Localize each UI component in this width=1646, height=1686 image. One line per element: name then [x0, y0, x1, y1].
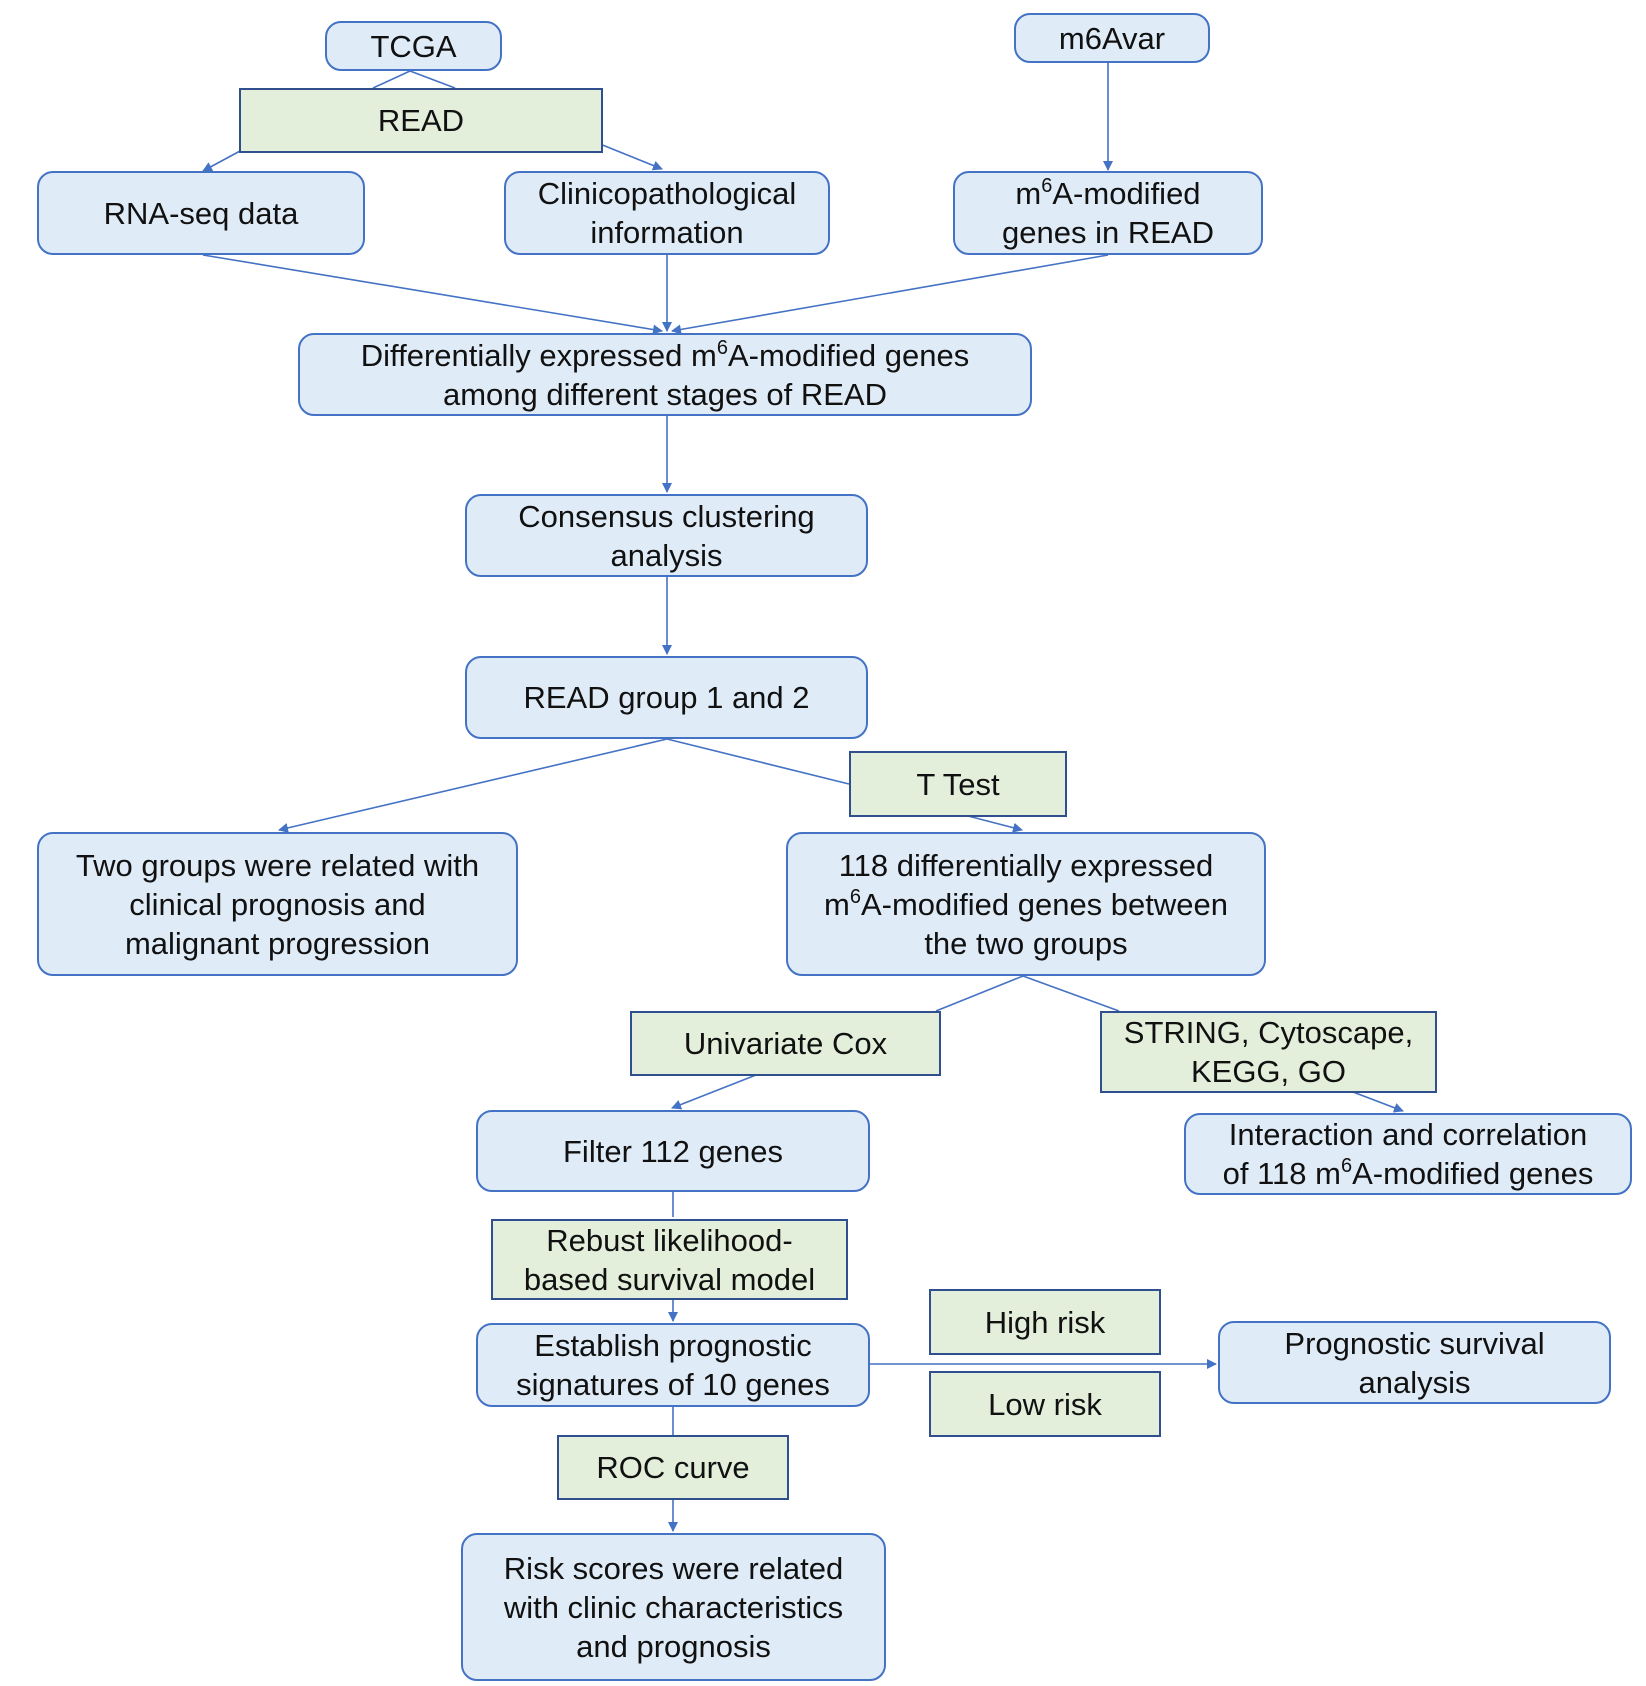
arrow-genes-to-diff [671, 254, 1109, 335]
connector-tcga-read-left [372, 70, 411, 89]
node-consensus-clustering: Consensus clustering analysis [465, 494, 868, 577]
node-filter-112-genes: Filter 112 genes [476, 1110, 870, 1192]
arrow-univariate-to-filter [671, 1074, 757, 1110]
node-high-risk-text: High risk [984, 1304, 1106, 1340]
node-read-groups-text: READ group 1 and 2 [523, 680, 810, 715]
connector-tcga-read-right [409, 70, 456, 89]
interaction-post-text: A-modified genes [1352, 1156, 1594, 1191]
node-risk-scores: Risk scores were related with clinic cha… [461, 1533, 886, 1681]
node-string-line-1: STRING, Cytoscape, [1123, 1015, 1414, 1050]
node-prognostic-line-2: analysis [1358, 1364, 1471, 1400]
node-consensus-line-1: Consensus clustering [518, 498, 815, 534]
arrow-read-to-rnaseq [202, 150, 241, 172]
node-read-groups: READ group 1 and 2 [465, 656, 868, 739]
diff-pre-text: Differentially expressed m [360, 337, 717, 373]
node-t-test-text: T Test [916, 766, 1000, 802]
node-clinicopathological: Clinicopathological information [504, 171, 830, 255]
node-establish-line-1: Establish prognostic [534, 1328, 812, 1363]
node-t-test: T Test [849, 751, 1067, 817]
node-high-risk: High risk [929, 1289, 1161, 1355]
node-118-deg-line-1: 118 differentially expressed [838, 847, 1214, 883]
interaction-pre-text: of 118 m [1222, 1156, 1341, 1191]
node-risk-line-2: with clinic characteristics [503, 1589, 844, 1625]
deg118-rest-text: A-modified genes between [860, 886, 1229, 922]
node-roc-curve: ROC curve [557, 1435, 789, 1500]
node-tcga: TCGA [325, 21, 502, 71]
node-m6avar: m6Avar [1014, 13, 1210, 63]
node-m6a-genes-line-1: m6A-modified [1002, 174, 1214, 213]
node-string-line-2: KEGG, GO [1190, 1054, 1346, 1089]
node-risk-line-1: Risk scores were related [503, 1550, 844, 1586]
node-m6a-modified-genes-in-read: m6A-modified genes in READ [953, 171, 1263, 255]
node-establish-signatures: Establish prognostic signatures of 10 ge… [476, 1323, 870, 1407]
node-rebust-survival-model: Rebust likelihood- based survival model [491, 1219, 848, 1300]
node-rebust-line-1: Rebust likelihood- [546, 1222, 793, 1258]
node-univariate-cox: Univariate Cox [630, 1011, 941, 1076]
m6a-rest-text: A-modified [1052, 176, 1201, 211]
connector-groups-to-ttest [666, 738, 850, 785]
node-filter-text: Filter 112 genes [563, 1133, 783, 1169]
diff-superscript: 6 [716, 336, 728, 359]
node-consensus-line-2: analysis [610, 537, 723, 573]
node-m6avar-text: m6Avar [1058, 20, 1166, 56]
node-risk-line-3: and prognosis [576, 1628, 771, 1664]
node-string-cytoscape-kegg-go: STRING, Cytoscape, KEGG, GO [1100, 1011, 1437, 1093]
m6a-superscript: 6 [1041, 175, 1053, 197]
node-m6a-genes-line-2: genes in READ [1002, 215, 1214, 250]
node-tcga-text: TCGA [370, 28, 457, 64]
node-diff-line-2: among different stages of READ [442, 376, 887, 412]
arrow-ttest-to-deg118 [967, 815, 1023, 833]
node-two-groups-line-2: clinical prognosis and [129, 886, 426, 922]
arrow-read-to-clinico [599, 143, 663, 171]
node-rnaseq-text: RNA-seq data [103, 195, 299, 231]
node-clinico-line-2: information [590, 215, 744, 250]
node-differentially-expressed: Differentially expressed m6A-modified ge… [298, 333, 1032, 416]
m6a-m-text: m [1015, 176, 1042, 211]
node-read-text: READ [377, 103, 465, 138]
node-interaction-line-2: of 118 m6A-modified genes [1223, 1154, 1594, 1193]
node-univariate-text: Univariate Cox [683, 1026, 888, 1061]
connector-deg118-to-string [1022, 975, 1120, 1012]
node-read: READ [239, 88, 603, 153]
arrow-groups-to-two-groups [278, 738, 668, 833]
arrow-string-to-interaction [1352, 1091, 1404, 1113]
node-rebust-line-2: based survival model [523, 1261, 816, 1297]
deg118-m-text: m [823, 886, 850, 922]
node-two-groups: Two groups were related with clinical pr… [37, 832, 518, 976]
node-118-deg: 118 differentially expressed m6A-modifie… [786, 832, 1266, 976]
node-establish-line-2: signatures of 10 genes [516, 1367, 830, 1402]
diff-post-text: A-modified genes [727, 337, 970, 373]
node-rnaseq: RNA-seq data [37, 171, 365, 255]
node-two-groups-line-1: Two groups were related with [75, 847, 480, 883]
node-two-groups-line-3: malignant progression [124, 925, 430, 961]
deg118-superscript: 6 [849, 885, 861, 908]
arrow-rnaseq-to-diff [202, 254, 663, 335]
node-roc-text: ROC curve [596, 1450, 750, 1485]
node-118-deg-line-3: the two groups [924, 925, 1128, 961]
node-interaction-correlation: Interaction and correlation of 118 m6A-m… [1184, 1113, 1632, 1195]
node-prognostic-line-1: Prognostic survival [1284, 1325, 1545, 1361]
interaction-superscript: 6 [1340, 1155, 1353, 1177]
node-low-risk: Low risk [929, 1371, 1161, 1437]
node-diff-line-1: Differentially expressed m6A-modified ge… [361, 336, 969, 375]
connector-deg118-to-univariate [935, 975, 1024, 1012]
node-interaction-line-1: Interaction and correlation [1228, 1117, 1588, 1152]
node-118-deg-line-2: m6A-modified genes between [824, 885, 1228, 924]
node-low-risk-text: Low risk [988, 1386, 1102, 1422]
node-prognostic-survival: Prognostic survival analysis [1218, 1321, 1611, 1404]
node-clinico-line-1: Clinicopathological [537, 176, 797, 211]
